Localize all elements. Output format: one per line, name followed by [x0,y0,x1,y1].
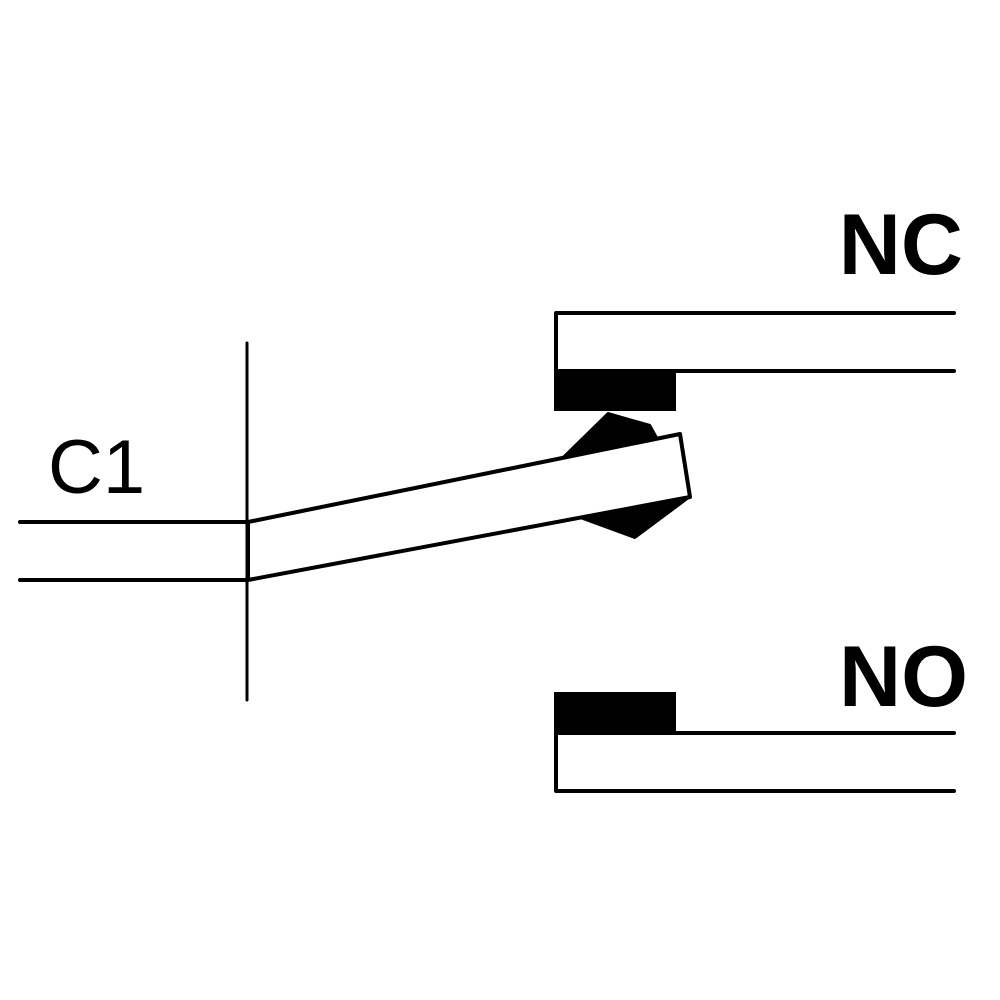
nc-terminal: NC [554,197,963,411]
nc-contact-pad [554,369,676,411]
common-terminal: C1 [18,341,250,702]
common-label: C1 [48,425,145,510]
nc-label: NC [839,197,963,293]
switch-lever [246,432,692,582]
no-terminal: NO [554,629,968,793]
no-contact-pad [554,692,676,734]
no-contact-bar [554,731,956,793]
no-label: NO [839,629,968,725]
nc-contact-bar [554,311,956,373]
